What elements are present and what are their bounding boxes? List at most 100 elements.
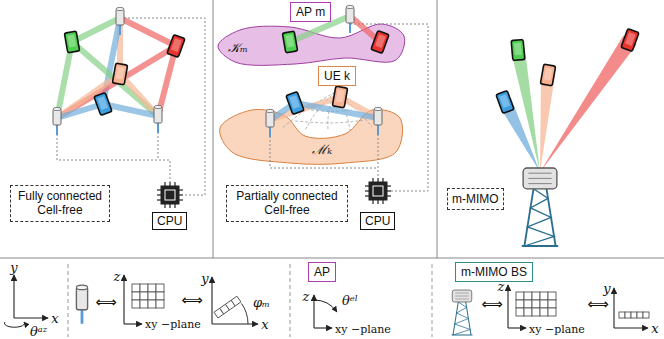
section-divider [432, 264, 433, 337]
angle-label: φₘ [253, 296, 270, 309]
antenna-element [540, 300, 548, 308]
antenna-element [132, 292, 140, 300]
tower-leg [453, 302, 458, 335]
ap-icon [76, 285, 87, 324]
cpu-link [57, 134, 170, 182]
beam-wedge [540, 74, 555, 172]
axis-arrow [614, 327, 648, 328]
axis-arrow [211, 277, 212, 324]
equivalence-symbol: ⟺ [181, 293, 203, 308]
ap-body [154, 107, 162, 123]
antenna-element [140, 300, 148, 308]
axis-arrow [314, 327, 332, 328]
phone-body [332, 86, 347, 108]
ap-icon [374, 107, 382, 135]
cpu-link [124, 18, 205, 195]
ap-body [374, 109, 382, 125]
antenna-element [156, 284, 164, 292]
row-divider [0, 258, 664, 259]
bs-panel-line [455, 296, 469, 297]
box-text: m-MIMO BS [461, 265, 527, 279]
beam-layer [57, 16, 637, 172]
plane-label: xy −plane [335, 324, 391, 335]
axis-label: x [651, 322, 658, 335]
ap-icon [266, 109, 274, 137]
axis-label: z [303, 290, 310, 303]
box-text: CPU [365, 214, 390, 228]
ue-phone [112, 63, 127, 85]
set-label: 𝒦ₘ [228, 41, 248, 54]
tower-lattice [524, 189, 554, 246]
coverage-grid [295, 120, 363, 123]
ap-top [346, 5, 354, 8]
axis-arrow [613, 288, 614, 328]
box-text: Partially connected Cell-free [231, 189, 343, 218]
cpu-chip [365, 178, 391, 204]
cpu-link [378, 134, 379, 178]
phone-body [94, 93, 112, 116]
box-text: m-MIMO [452, 192, 499, 206]
ap-icon [154, 105, 162, 133]
antenna-element [548, 292, 556, 300]
ue-phone [332, 86, 347, 108]
ap-icon [346, 5, 354, 33]
ap-top [76, 285, 87, 289]
antenna-element [532, 308, 540, 316]
axis-arrow [212, 323, 258, 324]
equivalence-symbol: ⟺ [481, 297, 503, 312]
ap-body [53, 109, 61, 125]
antenna-grid [516, 292, 556, 316]
tower-leg [524, 189, 533, 246]
phone-screen [171, 38, 182, 52]
ue-label: UE k [318, 66, 356, 86]
antenna-element [643, 312, 649, 318]
phone-screen [499, 94, 510, 108]
phone-body [282, 31, 297, 53]
phone-body [511, 40, 525, 61]
antenna-element [532, 292, 540, 300]
ue-phone [371, 31, 389, 54]
bs-box [523, 168, 557, 189]
tower-base [452, 334, 473, 335]
bs-box [452, 290, 472, 302]
ap-set-region [220, 109, 403, 164]
antenna-element [516, 300, 524, 308]
cpu-label: CPU [360, 212, 395, 230]
ue-phone [94, 93, 112, 116]
box-text: UE k [324, 69, 350, 83]
antenna-grid [132, 284, 164, 308]
plane-label: xy −plane [145, 319, 201, 330]
tower-base [522, 245, 558, 247]
antenna-element [156, 300, 164, 308]
caption-box: m-MIMO [447, 188, 504, 210]
antenna-element [156, 292, 164, 300]
antenna-element [524, 300, 532, 308]
antenna-element [540, 292, 548, 300]
beam [57, 104, 103, 118]
phone-body [621, 29, 639, 52]
azimuth-arrow [5, 322, 25, 327]
axis-label: y [603, 282, 610, 295]
ap-stem [377, 124, 379, 135]
axis-label: z [498, 280, 505, 293]
plane-label: xy −plane [529, 324, 585, 335]
axis-arrow [507, 285, 508, 328]
box-text: AP m [296, 5, 325, 19]
phone-screen [375, 34, 386, 48]
chip-core [373, 186, 383, 196]
ue-phone [282, 31, 297, 53]
ue-phone [64, 31, 79, 53]
phone-body [286, 92, 304, 115]
axis-label: z [114, 270, 121, 283]
rotated-array [214, 296, 241, 318]
ap-top [374, 107, 382, 110]
caption-box: Partially connected Cell-free [226, 185, 348, 222]
bs-panel-line [455, 293, 469, 294]
ue-phone [286, 92, 304, 115]
beam [72, 18, 120, 42]
beam [72, 42, 158, 116]
wire-layer [57, 18, 428, 195]
antenna-element [540, 308, 548, 316]
